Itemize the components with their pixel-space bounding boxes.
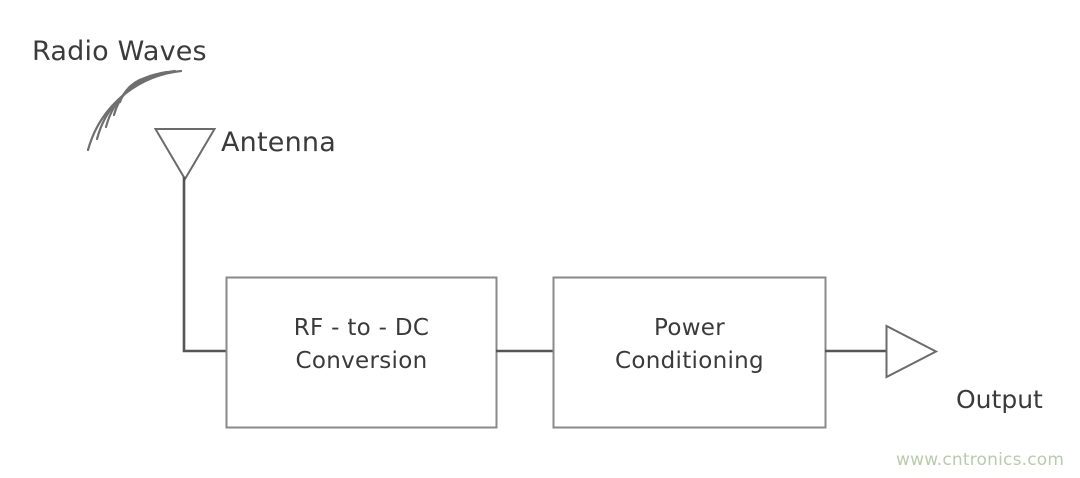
wave-arc-5 bbox=[86, 69, 183, 152]
block-rf-to-dc-line2: Conversion bbox=[295, 348, 428, 375]
label-radio-waves: Radio Waves bbox=[32, 36, 207, 67]
radio-wave-arcs-icon bbox=[86, 69, 183, 152]
label-antenna: Antenna bbox=[221, 127, 336, 158]
label-output-line1: Output bbox=[956, 385, 1043, 414]
block-rf-to-dc bbox=[225, 276, 498, 429]
label-output-to-load: Output to Load bbox=[956, 311, 1049, 478]
antenna-feed-line bbox=[182, 176, 229, 353]
wave-arc-2 bbox=[112, 72, 160, 117]
wave-arc-3 bbox=[104, 70, 169, 129]
watermark-url: www.cntronics.com bbox=[896, 450, 1065, 470]
block-power-conditioning-line2: Conditioning bbox=[615, 348, 764, 375]
block-power-conditioning bbox=[552, 276, 827, 429]
block-power-conditioning-label: Power Conditioning bbox=[553, 312, 826, 379]
block-rf-to-dc-line1: RF - to - DC bbox=[293, 315, 430, 341]
output-arrow-triangle-icon bbox=[885, 324, 939, 379]
antenna-triangle-icon bbox=[153, 128, 217, 181]
block-rf-to-dc-label: RF - to - DC Conversion bbox=[226, 312, 497, 379]
block-power-conditioning-line1: Power bbox=[653, 315, 726, 341]
